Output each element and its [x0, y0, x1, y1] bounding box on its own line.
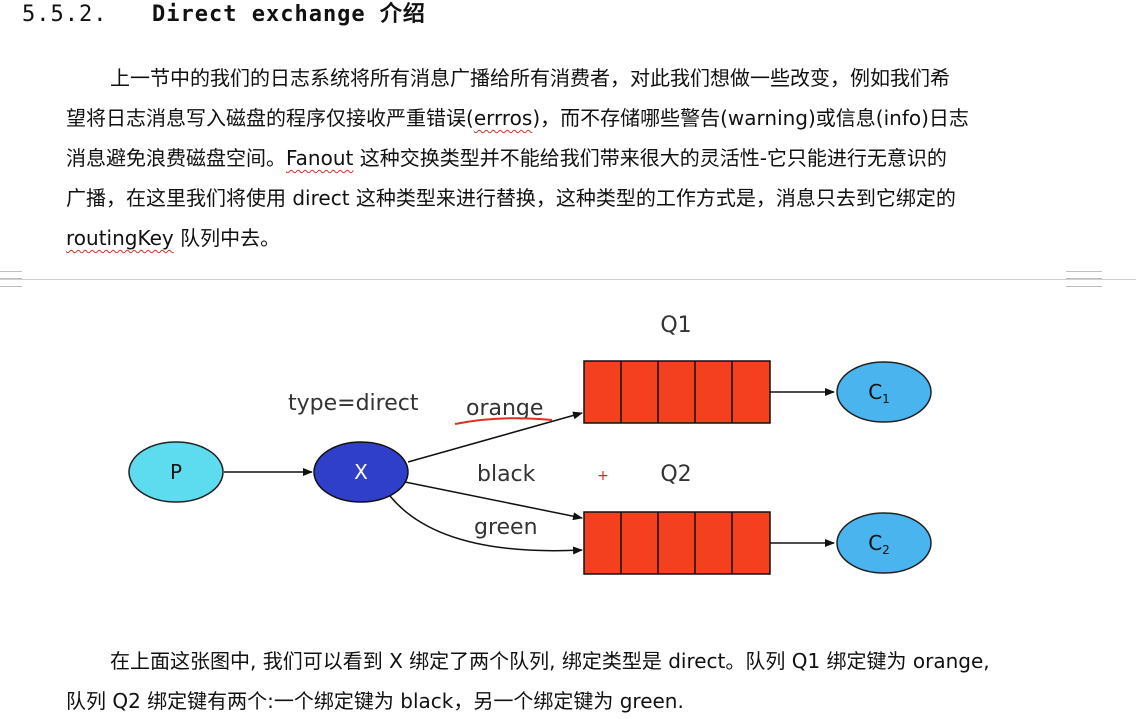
- consumer1-node: C1: [836, 361, 932, 423]
- section-heading: 5.5.2. Direct exchange 介绍: [22, 0, 426, 30]
- spellcheck-word: Fanout: [286, 146, 354, 170]
- queue2-body: [583, 511, 771, 575]
- consumer2-shape: [836, 512, 932, 574]
- exchange-label: X: [354, 460, 368, 484]
- paragraph-line: 广播，在这里我们将使用 direct 这种类型来进行替换，这种类型的工作方式是，…: [66, 186, 956, 210]
- paragraph-line: 望将日志消息写入磁盘的程序仅接收严重错误(errros)，而不存储哪些警告(wa…: [66, 106, 969, 130]
- left-margin-marker: [0, 271, 22, 287]
- spellcheck-word: routingKey: [66, 226, 174, 250]
- explanation-paragraph: 在上面这张图中, 我们可以看到 X 绑定了两个队列, 绑定类型是 direct。…: [66, 641, 1076, 719]
- spellcheck-word: errros: [473, 106, 533, 130]
- consumer1-label: C1: [868, 380, 890, 406]
- exchange-shape: [313, 441, 409, 503]
- section-title: Direct exchange 介绍: [152, 2, 426, 27]
- section-number: 5.5.2.: [22, 2, 108, 27]
- paragraph-line: 上一节中的我们的日志系统将所有消息广播给所有消费者，对此我们想做一些改变，例如我…: [110, 66, 950, 90]
- queue2: [583, 511, 771, 575]
- queue1: [583, 360, 771, 424]
- consumer2-label: C2: [868, 531, 890, 557]
- paragraph-line: 消息避免浪费磁盘空间。Fanout 这种交换类型并不能给我们带来很大的灵活性-它…: [66, 146, 947, 170]
- page-break-line: [0, 279, 1136, 280]
- paragraph-line: routingKey 队列中去。: [66, 226, 281, 250]
- consumer2-node: C2: [836, 512, 932, 574]
- queue1-label: Q1: [660, 313, 691, 338]
- queue2-label: Q2: [660, 462, 691, 487]
- binding-black-label: black: [477, 462, 536, 487]
- paragraph-line: 在上面这张图中, 我们可以看到 X 绑定了两个队列, 绑定类型是 direct。…: [110, 649, 990, 673]
- queue1-body: [583, 360, 771, 424]
- exchange-node: X: [313, 441, 409, 503]
- producer-label: P: [170, 460, 182, 484]
- binding-orange-label: orange: [466, 396, 543, 421]
- producer-shape: [128, 441, 224, 503]
- arrow-exchange-to-q2-green: [389, 495, 583, 555]
- intro-paragraph: 上一节中的我们的日志系统将所有消息广播给所有消费者，对此我们想做一些改变，例如我…: [66, 58, 1076, 258]
- cursor-crosshair: +: [597, 468, 609, 484]
- paragraph-line: 队列 Q2 绑定键有两个:一个绑定键为 black，另一个绑定键为 green.: [66, 689, 684, 713]
- binding-green-label: green: [474, 515, 538, 540]
- direct-exchange-diagram: P X type=direct orange black green + Q1 …: [128, 313, 932, 575]
- arrow-exchange-to-q2-black: [404, 481, 583, 521]
- arrow-exchange-to-q1: [407, 411, 583, 463]
- exchange-type-label: type=direct: [288, 391, 419, 416]
- producer-node: P: [128, 441, 224, 503]
- consumer1-shape: [836, 361, 932, 423]
- right-margin-marker: [1066, 271, 1102, 287]
- orange-handwritten-underline: [454, 417, 553, 425]
